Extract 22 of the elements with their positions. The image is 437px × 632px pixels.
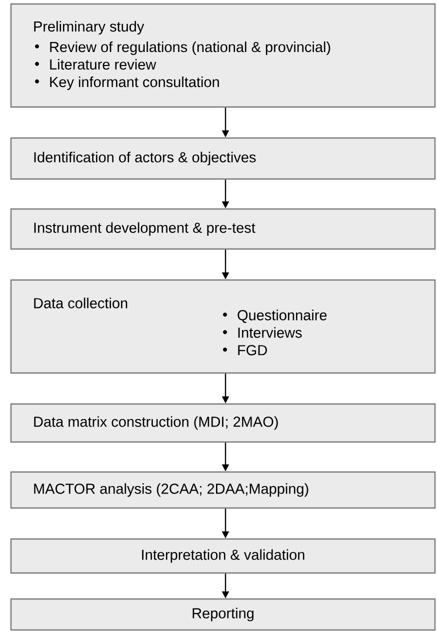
process-box	[10, 403, 436, 443]
step-label: Interpretation & validation	[142, 549, 304, 563]
step-heading: Preliminary study	[34, 21, 144, 35]
process-box	[10, 598, 436, 631]
step-label: Reporting	[192, 608, 254, 622]
process-box	[10, 208, 436, 250]
process-box	[10, 471, 436, 509]
process-box	[10, 538, 436, 574]
step-heading: Data collection	[34, 298, 128, 308]
bullet-text: Key informant consultation	[50, 76, 219, 90]
process-box	[10, 137, 436, 180]
step-label: MACTOR analysis (2CAA; 2DAA;Mapping)	[34, 483, 308, 497]
process-box	[10, 279, 436, 374]
bullet-text: Review of regulations (national & provincial)	[50, 42, 330, 56]
bullet-text: Interviews	[238, 327, 302, 338]
bullet-text: Questionnaire	[238, 310, 327, 323]
step-label: Instrument development & pre-test	[34, 222, 256, 236]
step-label: Identification of actors & objectives	[34, 152, 256, 166]
process-box	[10, 3, 436, 108]
bullet-text: Literature review	[50, 59, 156, 70]
bullet-text: FGD	[238, 345, 267, 356]
step-label: Data matrix construction (MDI; 2MAO)	[34, 416, 278, 430]
